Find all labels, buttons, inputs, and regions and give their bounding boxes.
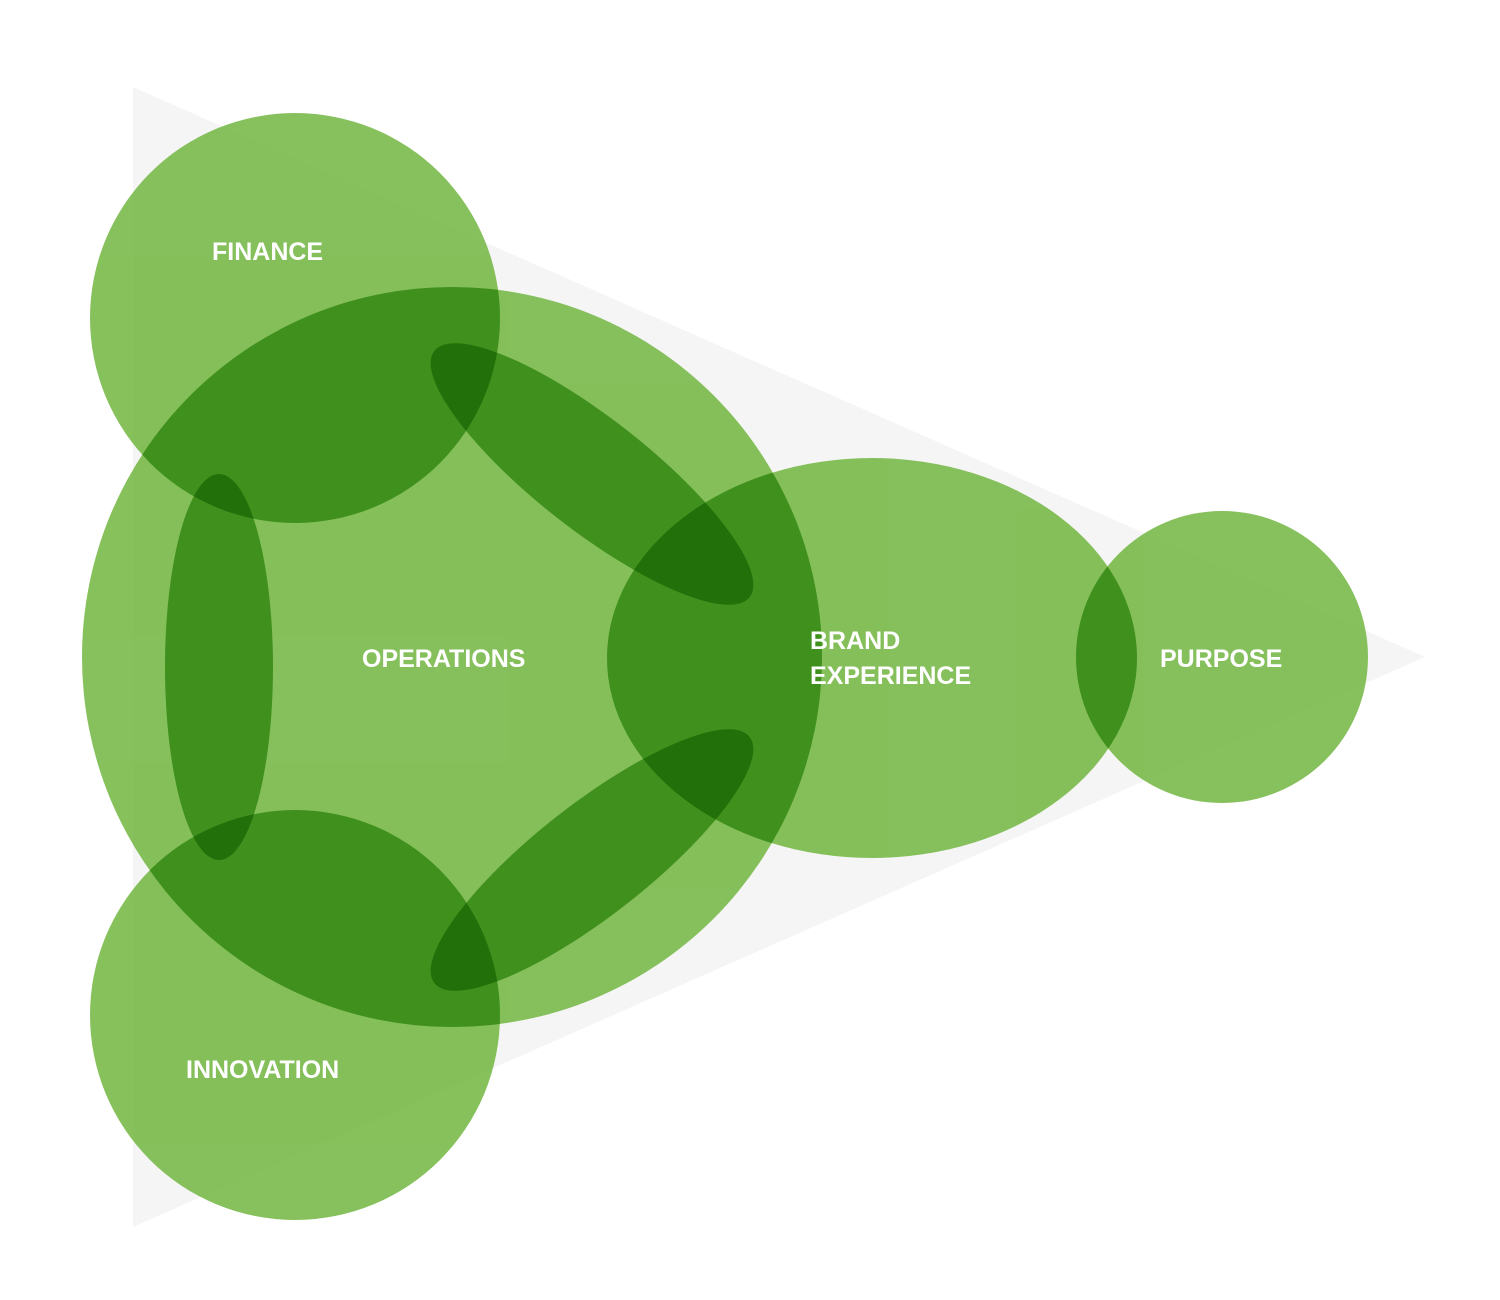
purpose-label: PURPOSE — [1160, 645, 1282, 673]
finance-label: FINANCE — [212, 238, 323, 266]
purpose-circle — [1076, 511, 1368, 803]
triple-overlap-4 — [607, 458, 785, 642]
innovation-label: INNOVATION — [186, 1056, 339, 1084]
triple-overlap-6 — [607, 692, 785, 858]
brand-label-line2: EXPERIENCE — [810, 662, 971, 690]
finance-innovation-link — [165, 474, 273, 860]
innovation-operations-overlap — [90, 810, 500, 1027]
brand-label-line1: BRAND — [810, 627, 900, 655]
innovation-brand-link — [430, 729, 754, 991]
finance-operations-overlap — [90, 287, 500, 523]
operations-label: OPERATIONS — [362, 645, 525, 673]
